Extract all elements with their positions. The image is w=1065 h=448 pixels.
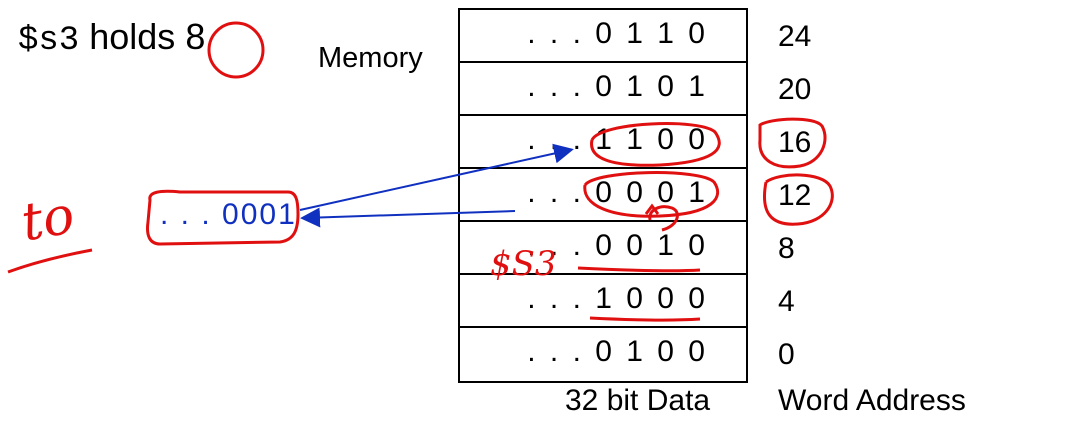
data-column-caption: 32 bit Data: [565, 384, 711, 417]
holds-text: holds: [89, 16, 176, 57]
memory-row-0: . . . 0 1 0 0: [460, 328, 746, 381]
to-underline: [7, 248, 93, 274]
memory-row-8: . . . 0 0 1 0: [460, 222, 746, 275]
address-column-caption: Word Address: [778, 384, 966, 417]
register-box-value: . . . 0001: [160, 198, 297, 231]
circle-row-12: [583, 171, 720, 218]
register-name: $s3: [18, 22, 80, 60]
memory-value: . . . 1 0 0 0: [527, 282, 708, 315]
underline-row-4: [589, 316, 701, 322]
memory-table: . . . 0 1 1 0 . . . 0 1 0 1 . . . 1 1 0 …: [458, 8, 748, 383]
loop-arrow: [644, 203, 679, 232]
memory-row-12: . . . 0 0 0 1: [460, 169, 746, 222]
handwritten-to: to: [17, 185, 79, 253]
title-line: $s3 holds 8: [18, 16, 205, 60]
register-box-outline: [146, 189, 300, 246]
circle-address-16: [758, 117, 827, 169]
address-label: 4: [778, 285, 795, 318]
circle-title-value: [207, 21, 265, 79]
memory-row-4: . . . 1 0 0 0: [460, 275, 746, 328]
circle-row-16: [590, 122, 721, 167]
circle-address-12: [763, 173, 834, 226]
memory-value: . . . 0 1 1 0: [527, 17, 708, 50]
arrow-from-row-12: [300, 207, 516, 228]
memory-value: . . . 0 1 0 1: [527, 70, 708, 103]
address-label: 20: [778, 73, 812, 106]
arrow-to-row-16: [299, 143, 574, 211]
address-label: 24: [778, 20, 812, 53]
handwritten-s3: $S3: [490, 244, 557, 284]
held-value: 8: [185, 16, 206, 57]
underline-row-8: [577, 266, 701, 273]
address-label: 12: [778, 179, 812, 212]
address-label: 8: [778, 232, 795, 265]
memory-value: . . . 0 0 1 0: [527, 229, 708, 262]
memory-value: . . . 0 0 0 1: [527, 176, 708, 209]
memory-value: . . . 0 1 0 0: [527, 335, 708, 368]
memory-label: Memory: [318, 42, 423, 74]
address-label: 0: [778, 338, 795, 371]
memory-row-20: . . . 0 1 0 1: [460, 63, 746, 116]
address-label: 16: [778, 126, 812, 159]
memory-row-24: . . . 0 1 1 0: [460, 10, 746, 63]
